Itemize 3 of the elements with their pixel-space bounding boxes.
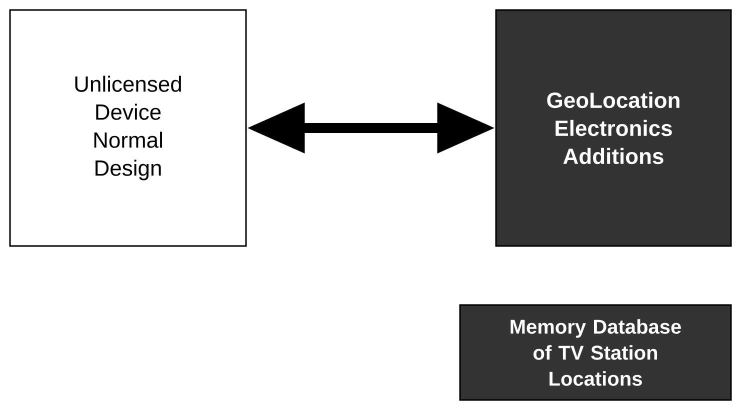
plain-box: Unlicensed Device Normal Design [9, 9, 247, 247]
dark-box: Memory Database of TV Station Locations [459, 304, 732, 401]
dark-box: GeoLocation Electronics Additions [495, 9, 732, 247]
